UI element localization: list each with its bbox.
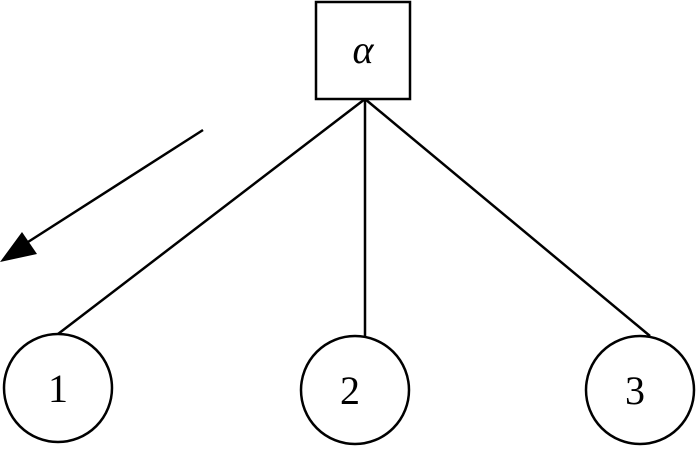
- child-node-2: 2: [299, 334, 411, 446]
- edge-root-to-node-1: [57, 98, 366, 335]
- root-node-box: [314, 0, 412, 101]
- child-node-1: 1: [2, 332, 114, 444]
- child-node-3: 3: [584, 334, 696, 446]
- child-node-2-circle: [299, 334, 411, 446]
- root-node: α: [314, 0, 412, 101]
- direction-arrow-shaft: [27, 128, 204, 244]
- child-node-2-label: 2: [340, 368, 360, 413]
- root-node-label: α: [353, 27, 375, 72]
- edge-root-to-node-3: [364, 98, 651, 337]
- child-node-3-label: 3: [625, 368, 645, 413]
- direction-arrow-icon: [0, 128, 204, 262]
- child-node-3-circle: [584, 334, 696, 446]
- child-node-1-label: 1: [48, 366, 68, 411]
- child-node-1-circle: [2, 332, 114, 444]
- direction-arrow-head: [0, 232, 37, 262]
